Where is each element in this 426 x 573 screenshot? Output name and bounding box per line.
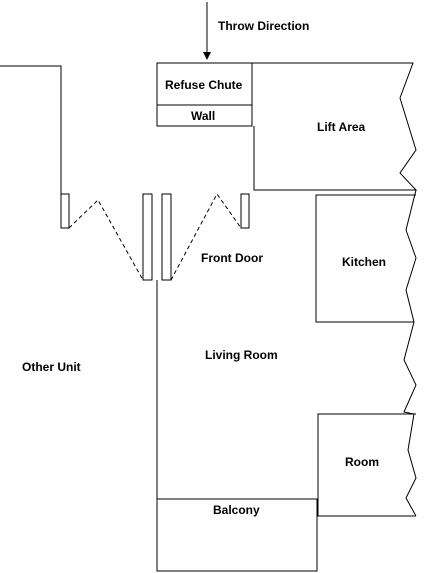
lift-area-label: Lift Area	[317, 120, 366, 134]
right-door-leaf	[161, 193, 172, 281]
wall-label: Wall	[191, 109, 215, 123]
left-door-jamb	[60, 193, 70, 229]
lift-area	[252, 62, 418, 191]
front-door-label: Front Door	[201, 251, 263, 265]
living-room-outer-wall	[403, 321, 417, 415]
right-door-jamb	[240, 193, 250, 229]
right-door-swing	[170, 193, 242, 281]
other-unit-wall	[0, 65, 62, 194]
balcony-label: Balcony	[213, 503, 260, 517]
kitchen-jagged-edge	[405, 189, 417, 323]
room	[317, 413, 416, 517]
room-jagged-edge	[405, 413, 417, 517]
left-door-swing	[68, 199, 144, 281]
kitchen	[315, 194, 416, 323]
room-label: Room	[345, 455, 379, 469]
balcony	[156, 498, 318, 572]
wall	[156, 104, 253, 127]
other-unit-label: Other Unit	[22, 360, 81, 374]
refuse-chute-label: Refuse Chute	[165, 78, 243, 92]
kitchen-label: Kitchen	[342, 255, 386, 269]
living-room-label: Living Room	[205, 348, 278, 362]
throw-direction-label: Throw Direction	[218, 19, 309, 33]
left-door-leaf	[142, 193, 153, 281]
